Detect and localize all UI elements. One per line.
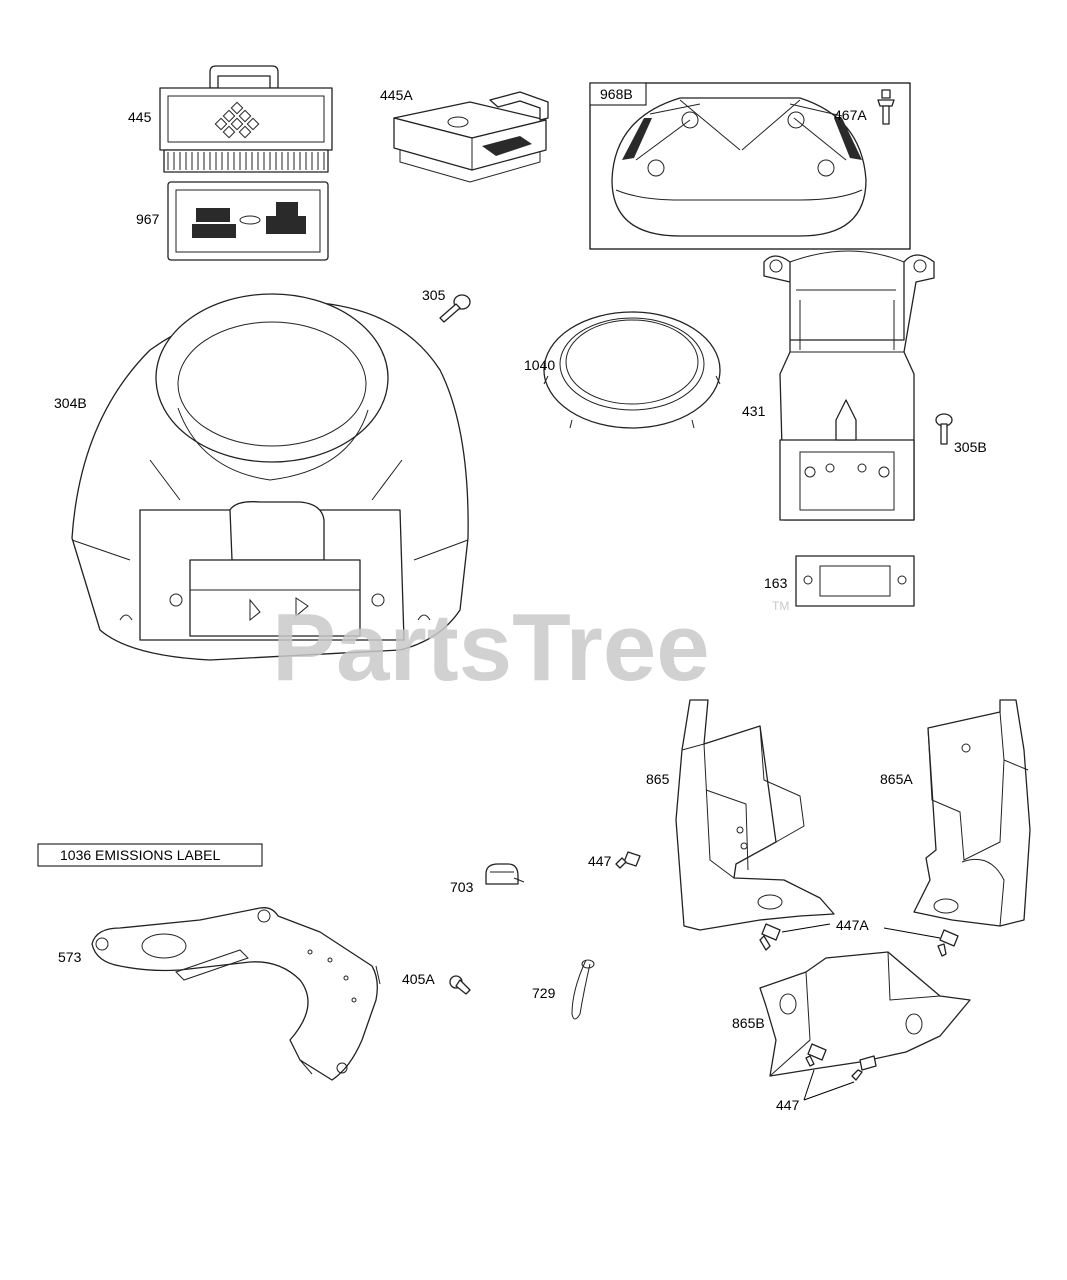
clip-703-icon[interactable] (485, 863, 525, 885)
callout-405a: 405A (402, 971, 435, 987)
screw-405a-icon[interactable] (449, 975, 471, 995)
callout-304b: 304B (54, 395, 87, 411)
callout-447-top: 447 (588, 853, 612, 869)
leader-447-bottom-right (803, 1081, 855, 1101)
gasket-ring-1040[interactable] (543, 311, 721, 429)
callout-445: 445 (128, 109, 152, 125)
adapter-431[interactable] (763, 250, 935, 521)
leader-447a-left (781, 923, 831, 933)
shield-865[interactable] (675, 699, 835, 931)
callout-865b: 865B (732, 1015, 765, 1031)
watermark-trademark: TM (772, 599, 789, 613)
callout-865: 865 (646, 771, 670, 787)
screw-447-top-icon[interactable] (615, 851, 641, 869)
callout-968b: 968B (600, 86, 633, 102)
baffle-573[interactable] (91, 907, 381, 1081)
callout-431: 431 (742, 403, 766, 419)
screw-305b-icon[interactable] (935, 413, 953, 445)
blower-housing-304b[interactable] (71, 293, 469, 661)
callout-729: 729 (532, 985, 556, 1001)
callout-447-bottom: 447 (776, 1097, 800, 1113)
callout-467a: 467A (834, 107, 867, 123)
screw-447a-left-icon[interactable] (759, 923, 781, 951)
callout-447a: 447A (836, 917, 869, 933)
hairpin-clip-729-icon[interactable] (571, 959, 595, 1020)
watermark-brand: PartsTree (272, 594, 710, 701)
callout-967: 967 (136, 211, 160, 227)
callout-703: 703 (450, 879, 474, 895)
shield-865b[interactable] (759, 951, 971, 1077)
gasket-163[interactable] (795, 555, 915, 607)
emissions-label-box: 1036 EMISSIONS LABEL (37, 843, 263, 867)
cover-box-968b[interactable] (589, 82, 911, 250)
leader-447-bottom-left (803, 1069, 815, 1101)
screw-467a-icon[interactable] (877, 89, 895, 125)
callout-573: 573 (58, 949, 82, 965)
callout-163: 163 (764, 575, 788, 591)
callout-1040: 1040 (524, 357, 555, 373)
callout-305b: 305B (954, 439, 987, 455)
screw-447-bottom-right-icon[interactable] (851, 1055, 877, 1081)
callout-865a: 865A (880, 771, 913, 787)
callout-445a: 445A (380, 87, 413, 103)
air-filter-445[interactable] (159, 65, 333, 173)
screw-447-bottom-left-icon[interactable] (805, 1043, 827, 1067)
leader-447a-right (883, 927, 941, 939)
screw-305-icon[interactable] (439, 294, 471, 323)
callout-305: 305 (422, 287, 446, 303)
air-cleaner-base-445a[interactable] (393, 91, 549, 183)
emissions-label-text: 1036 EMISSIONS LABEL (60, 847, 221, 863)
filter-pattern-icon (214, 101, 260, 139)
pre-filter-967[interactable] (167, 181, 329, 261)
shield-865a[interactable] (913, 699, 1031, 927)
screw-447a-right-icon[interactable] (937, 929, 959, 957)
